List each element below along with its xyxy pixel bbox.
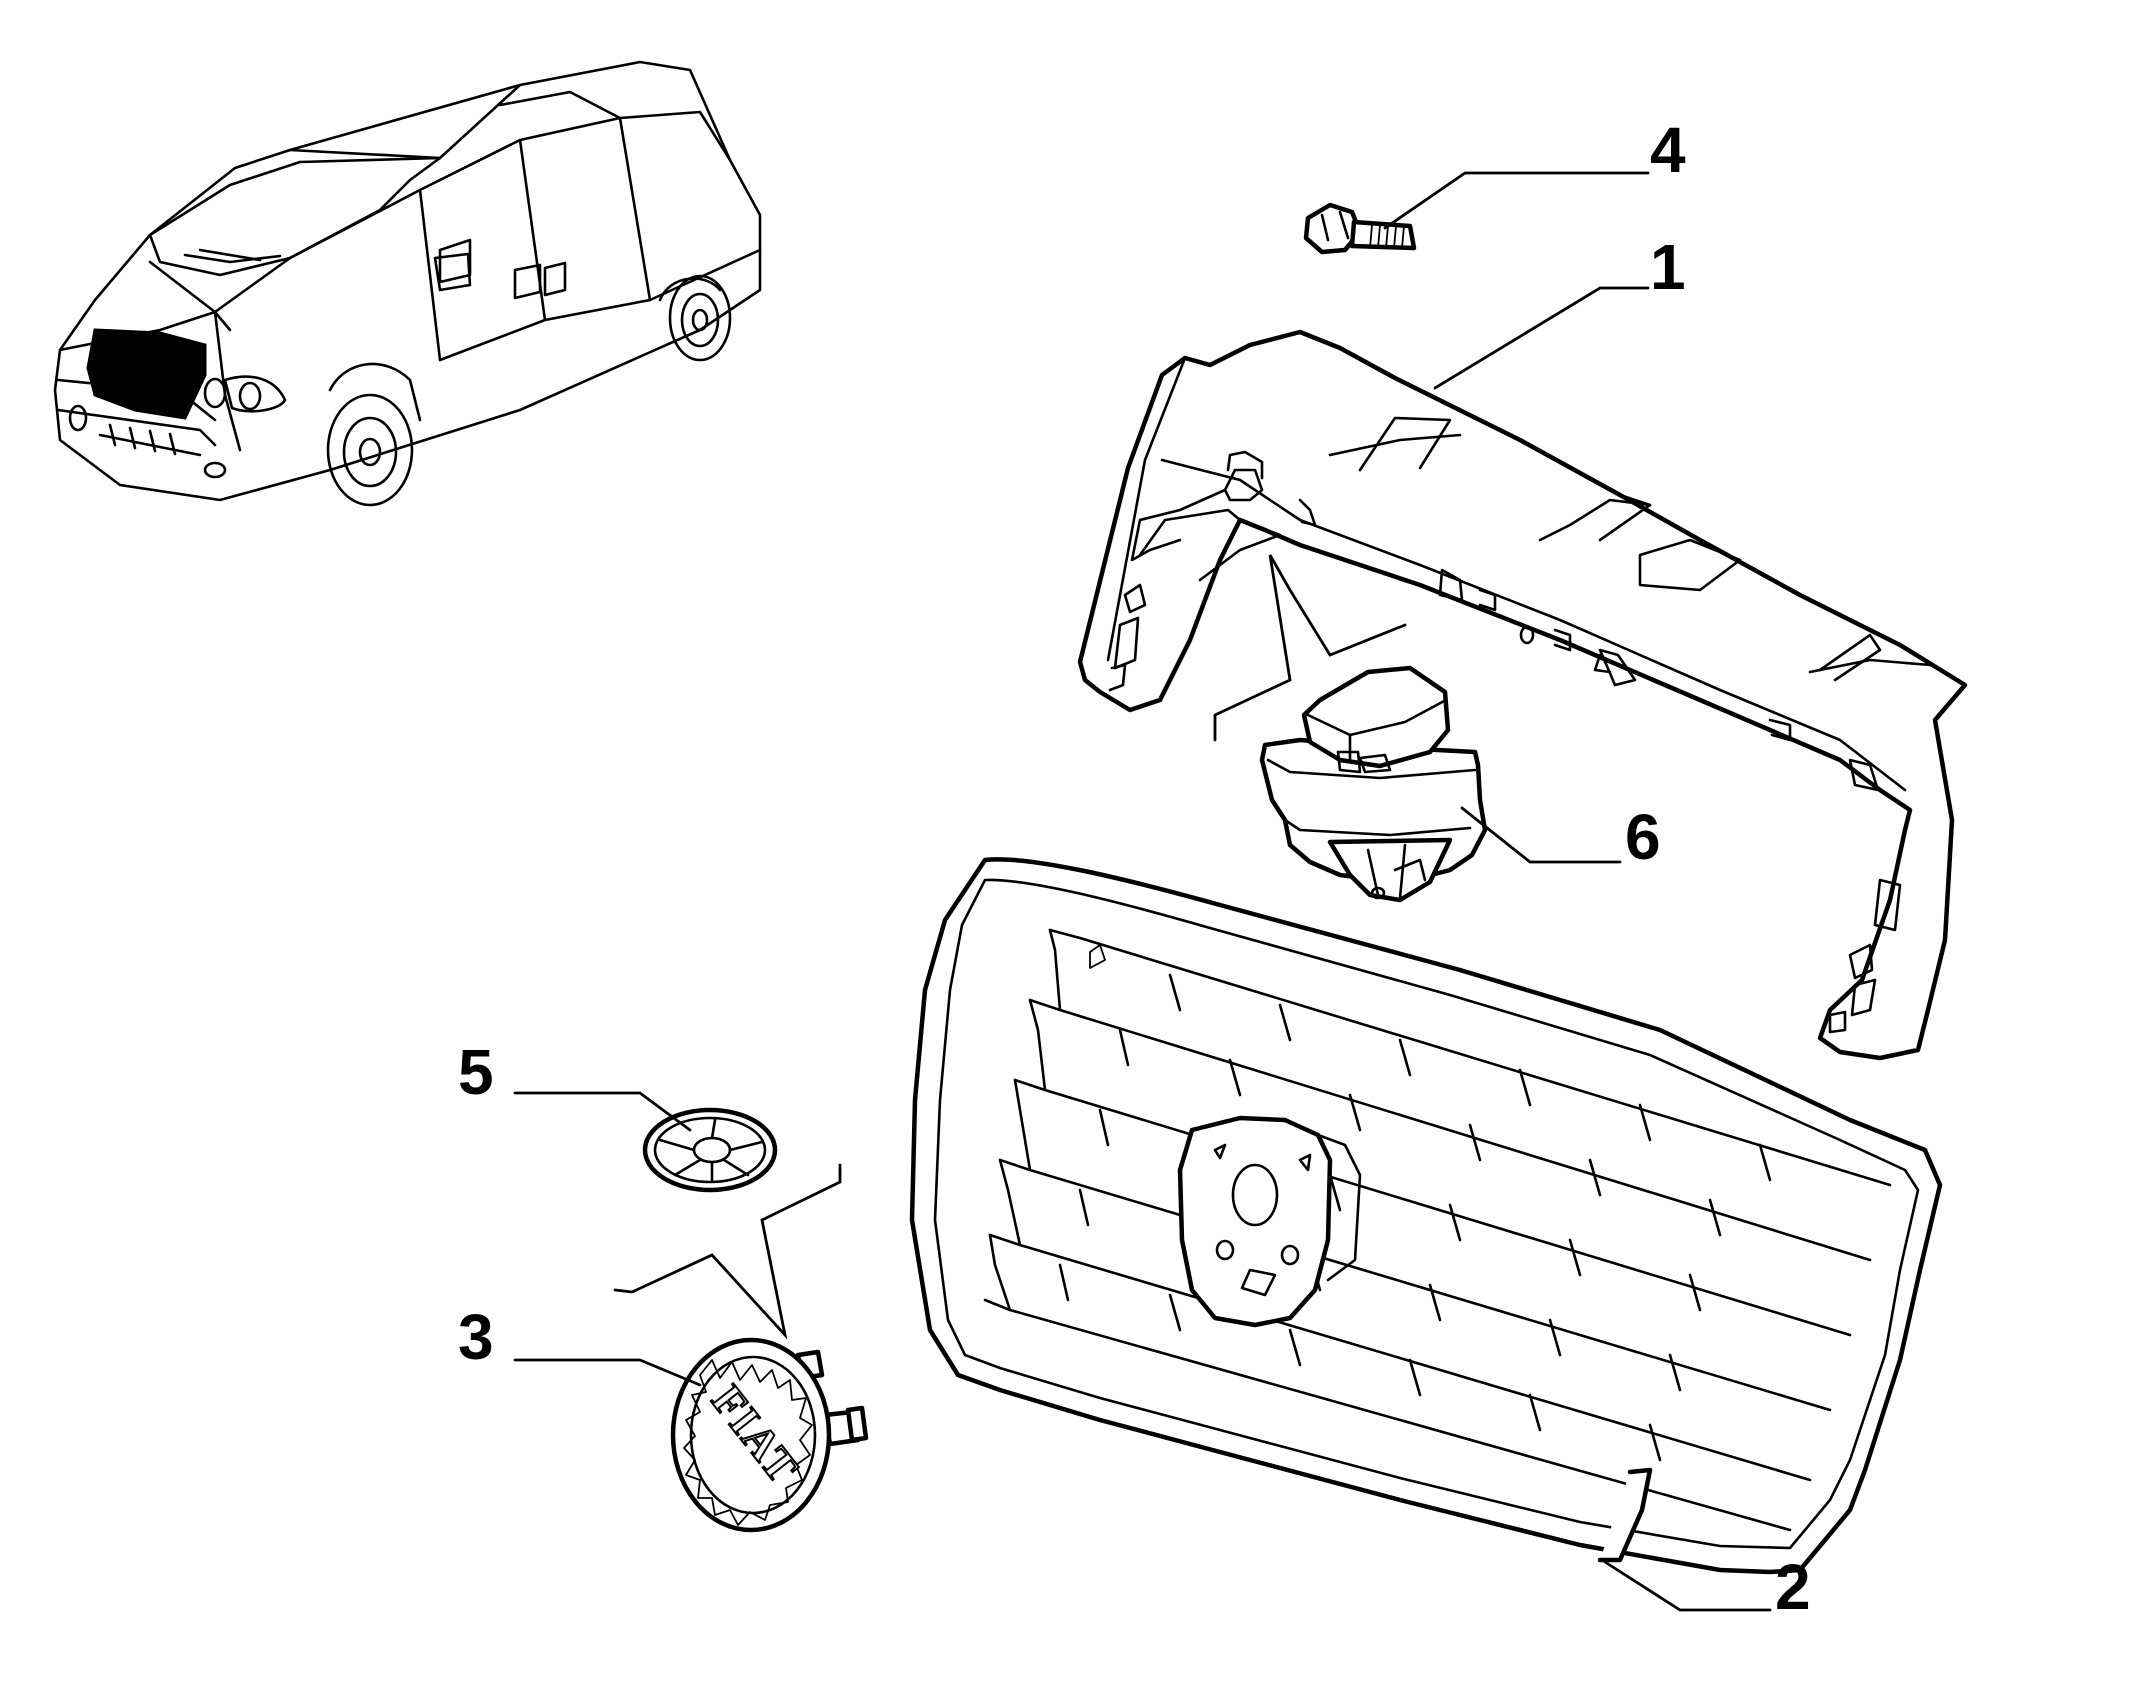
leader-line-4: [1383, 171, 1650, 230]
callout-label-5: 5: [458, 1036, 494, 1108]
leader-line-3: [513, 1358, 702, 1387]
clip-part-6: [1259, 665, 1488, 903]
leader-line-1: [1433, 286, 1650, 390]
leader-line-2: [1603, 1560, 1772, 1612]
grille-part-2: [909, 857, 1943, 1575]
grille-location-highlight: [86, 328, 207, 420]
leader-bracket-3-5: [613, 1163, 842, 1340]
upper-bracket-part-1: [1077, 329, 1968, 1061]
callout-label-3: 3: [458, 1301, 494, 1373]
leader-bracket-6: [1213, 554, 1407, 742]
bolt-part-4: [1303, 202, 1417, 255]
leader-lines: [513, 171, 1772, 1612]
leader-line-5: [513, 1091, 692, 1132]
van-overview-illustration: [53, 60, 762, 507]
callout-label-1: 1: [1650, 231, 1686, 303]
callout-label-6: 6: [1625, 801, 1661, 873]
clip-ring-part-5: [642, 1107, 778, 1193]
callout-label-2: 2: [1775, 1551, 1811, 1623]
callout-label-4: 4: [1650, 114, 1686, 186]
leader-line-6: [1460, 806, 1622, 864]
emblem-part-3: [670, 1337, 869, 1533]
